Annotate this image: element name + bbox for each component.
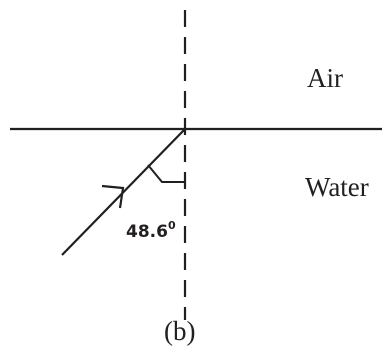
angle-marker bbox=[147, 164, 185, 183]
angle-value: 48.6 bbox=[126, 222, 168, 242]
angle-unit: 0 bbox=[168, 219, 176, 232]
ray-arrowhead-icon bbox=[101, 184, 125, 209]
angle-label: 48.60 bbox=[126, 219, 176, 242]
figure-caption: (b) bbox=[164, 316, 195, 346]
label-air: Air bbox=[307, 63, 343, 93]
label-water: Water bbox=[305, 172, 369, 202]
